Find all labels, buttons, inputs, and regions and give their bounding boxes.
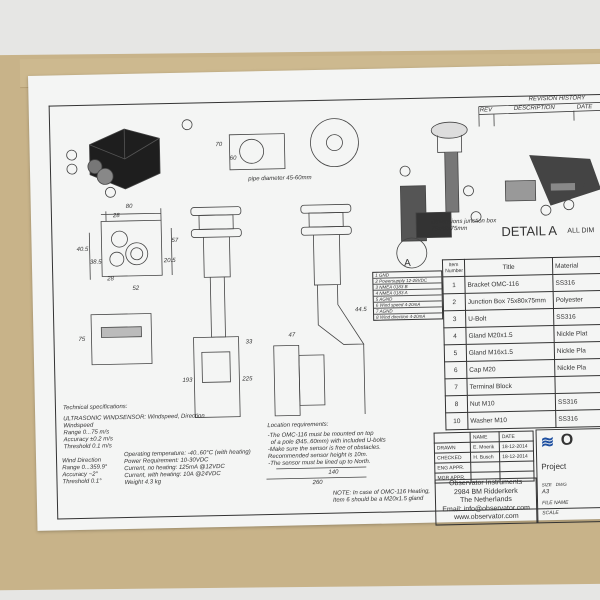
dim: 193	[182, 377, 193, 384]
header-title: Title	[464, 257, 553, 277]
dwg-label: DWG	[555, 481, 567, 488]
observator-logo-icon: ≋	[540, 434, 555, 452]
junction-box-internal	[90, 313, 153, 366]
size-label: SIZE	[541, 482, 552, 488]
connector-table: 1 GND 2 Powersupply 12-28VDC 3 NMEA 0183…	[372, 270, 444, 321]
logo-text: O	[560, 431, 574, 449]
dim: 20.5	[163, 257, 176, 265]
dim: 57	[171, 237, 179, 245]
all-dims-label: ALL DIM	[567, 227, 595, 235]
sensor-side-view-2	[266, 203, 367, 480]
dim: 260	[312, 479, 323, 487]
dim: 38.5	[89, 259, 102, 266]
dim: 40.5	[76, 246, 89, 254]
technical-drawing-sheet: REVISION HISTORY REV DESCRIPTION DATE pi…	[28, 63, 600, 531]
spec-line: Weight 4.3 kg	[124, 479, 162, 487]
dim: 75	[78, 336, 86, 343]
dim: 28	[112, 213, 120, 220]
spec-line: Wind Direction	[62, 457, 102, 465]
revision-history-title: REVISION HISTORY	[528, 95, 586, 103]
dim: 60	[229, 155, 237, 162]
dim: 33	[245, 339, 253, 346]
dim: 80	[125, 203, 133, 210]
junction-box-size: 75x80x75mm	[431, 225, 468, 233]
spec-line: Threshold 0.1°	[62, 478, 102, 486]
header-item-number: Item Number	[442, 259, 465, 277]
view-a-label: A	[403, 258, 411, 270]
dim: 140	[328, 469, 339, 476]
spec-line: Range 0...75 m/s	[63, 429, 110, 437]
project-label: Project	[541, 461, 567, 472]
dim: 47	[288, 332, 296, 339]
sensor-side-view	[190, 206, 242, 418]
dim: 52	[132, 285, 140, 292]
dim: 225	[242, 376, 253, 383]
bracket-isometric	[396, 121, 482, 269]
company-address: Observator Instruments 2984 BM Ridderker…	[434, 477, 538, 526]
header-material: Material	[552, 256, 600, 275]
drawing-graphics	[66, 101, 600, 480]
title-block-right: ≋ O Project SIZE A3 DWG FILE NAME SCALE	[535, 427, 600, 524]
scale-label: SCALE	[542, 509, 559, 517]
connector-row: 8 Wind direction 4-20mA	[376, 313, 426, 320]
spec-line: Range 0...359.9°	[62, 464, 108, 472]
detail-a-label: DETAIL A	[501, 222, 558, 240]
revision-description-header: DESCRIPTION	[513, 104, 555, 112]
file-name-label: FILE NAME	[541, 499, 569, 507]
detail-a	[504, 155, 600, 216]
spec-line: Accuracy ±0.2 m/s	[63, 436, 114, 444]
size-value: A3	[541, 489, 550, 496]
dim: 28	[107, 276, 115, 283]
spec-line: Windspeed	[63, 422, 94, 430]
spec-line: Threshold 0.1 m/s	[63, 443, 112, 451]
revision-rev-header: REV	[479, 107, 493, 114]
revision-date-header: DATE	[576, 104, 593, 111]
location-heading: Location requirements:	[267, 421, 329, 430]
dim: 44.5	[354, 306, 367, 314]
dim: 70	[215, 141, 223, 149]
spec-line: Accuracy ~2°	[62, 471, 99, 479]
junction-box-front	[100, 219, 163, 277]
